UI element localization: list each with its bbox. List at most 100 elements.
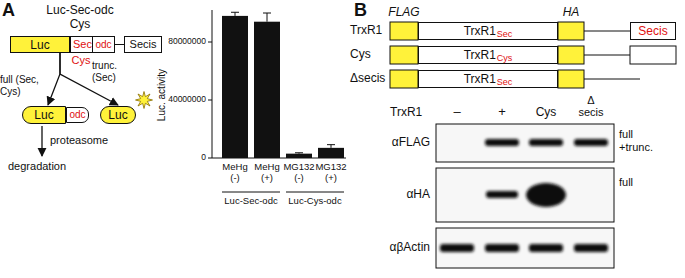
bar — [254, 22, 280, 158]
blot-frame — [436, 124, 614, 162]
y-axis — [212, 10, 213, 158]
tick-label: 40000000 — [160, 95, 206, 105]
flag-tag-box — [390, 22, 418, 40]
bar-label: MG132 (-) — [283, 162, 315, 184]
panel-letter: B — [354, 0, 367, 21]
blot-frame — [436, 168, 614, 222]
node-label: TrxR1 — [464, 49, 496, 61]
residue-subscript: Sec — [497, 78, 513, 87]
truncated-luc-protein: Luc — [100, 106, 136, 124]
construct-line — [584, 55, 630, 56]
error-bar — [267, 13, 268, 22]
blot-band — [485, 244, 519, 252]
blot-band — [574, 244, 608, 252]
residue-subscript: Sec — [497, 30, 513, 39]
error-cap — [327, 144, 335, 145]
edge-label: trunc. (Sec) — [92, 60, 136, 83]
residue-label: Cys — [70, 55, 92, 66]
bar — [318, 148, 344, 158]
tick-label: 80000000 — [160, 37, 206, 47]
blot-band — [529, 244, 563, 252]
blot-band — [529, 139, 563, 146]
band-label: full — [619, 176, 633, 189]
bar — [286, 154, 312, 158]
group-label: Luc-Cys-odc — [284, 196, 346, 207]
flag-tag-box — [390, 46, 418, 64]
pathway-label: degradation — [8, 160, 66, 173]
error-cap — [295, 152, 303, 153]
node-label: Luc — [34, 109, 53, 121]
blot-band — [486, 191, 518, 198]
trxr1-coding-box: TrxR1Sec — [418, 22, 558, 40]
odc-tag-protein: odc — [66, 107, 89, 123]
node-label: TrxR1 — [464, 25, 496, 37]
axis-title: Luc. activity — [156, 69, 168, 121]
blot-band — [526, 183, 566, 207]
lane-label: Cys — [531, 106, 561, 120]
light-burst — [136, 92, 153, 109]
node-label: Sec — [73, 39, 92, 50]
tag-label: HA — [551, 6, 591, 20]
tick-label: 0 — [160, 153, 206, 163]
pathway-label: proteasome — [50, 134, 108, 147]
antibody-label: αβActin — [364, 241, 430, 255]
edge-label: full (Sec, Cys) — [0, 74, 50, 97]
axis-tick — [208, 158, 212, 159]
construct-title: Cys — [30, 18, 130, 32]
construct-name: Δsecis — [350, 72, 385, 86]
blot-band — [574, 139, 608, 146]
error-cap — [231, 12, 239, 13]
flag-tag-box — [390, 70, 418, 88]
construct-title: Luc-Sec-odc — [30, 4, 130, 18]
lane-label: Δ secis — [576, 94, 606, 118]
group-bracket — [222, 192, 280, 193]
group-bracket — [286, 192, 344, 193]
node-label: Luc — [108, 109, 127, 121]
blot-band — [440, 244, 474, 252]
lane-header: TrxR1 — [390, 106, 422, 120]
trxr1-coding-box: TrxR1Sec — [418, 70, 558, 88]
construct-name: Cys — [350, 48, 371, 62]
luc-domain-box: Luc — [10, 36, 70, 53]
construct-line — [584, 79, 640, 80]
ha-tag-box — [558, 22, 584, 40]
ha-tag-box — [558, 46, 584, 64]
group-label: Luc-Sec-odc — [220, 196, 282, 207]
lane-label: – — [447, 105, 467, 120]
antibody-label: αFLAG — [370, 136, 430, 150]
secis-element-box: Secis — [630, 22, 676, 40]
degradation-arrow — [41, 126, 42, 156]
bar-label: MeHg (+) — [251, 162, 283, 184]
tag-label: FLAG — [384, 6, 424, 20]
construct-line — [584, 31, 630, 32]
bar-label: MG132 (+) — [315, 162, 347, 184]
bar-label: MeHg (-) — [219, 162, 251, 184]
secis-element-box: Secis — [124, 36, 162, 53]
error-bar — [235, 12, 236, 16]
node-label: Secis — [130, 39, 157, 50]
node-label: odc — [69, 110, 85, 120]
panel-letter: A — [2, 0, 15, 21]
error-cap — [263, 13, 271, 14]
odc-degron-box: odc — [92, 36, 115, 53]
lane-label: + — [492, 105, 512, 120]
full-length-luc-protein: Luc — [22, 106, 66, 124]
branch-arrow — [48, 53, 60, 105]
axis-tick — [208, 42, 212, 43]
bar — [222, 16, 248, 158]
blot-frame — [436, 228, 614, 268]
ha-tag-box — [558, 70, 584, 88]
trxr1-coding-box: TrxR1Cys — [418, 46, 558, 64]
node-label: odc — [95, 40, 111, 50]
band-label: full +trunc. — [619, 128, 667, 153]
construct-name: TrxR1 — [350, 24, 382, 38]
node-label: Secis — [638, 25, 667, 37]
blot-band — [485, 139, 519, 146]
empty-secis-box — [630, 46, 676, 64]
node-label: TrxR1 — [464, 73, 496, 85]
node-label: Luc — [30, 39, 49, 51]
antibody-label: αHA — [370, 188, 430, 202]
residue-subscript: Cys — [497, 54, 513, 63]
axis-tick — [208, 100, 212, 101]
